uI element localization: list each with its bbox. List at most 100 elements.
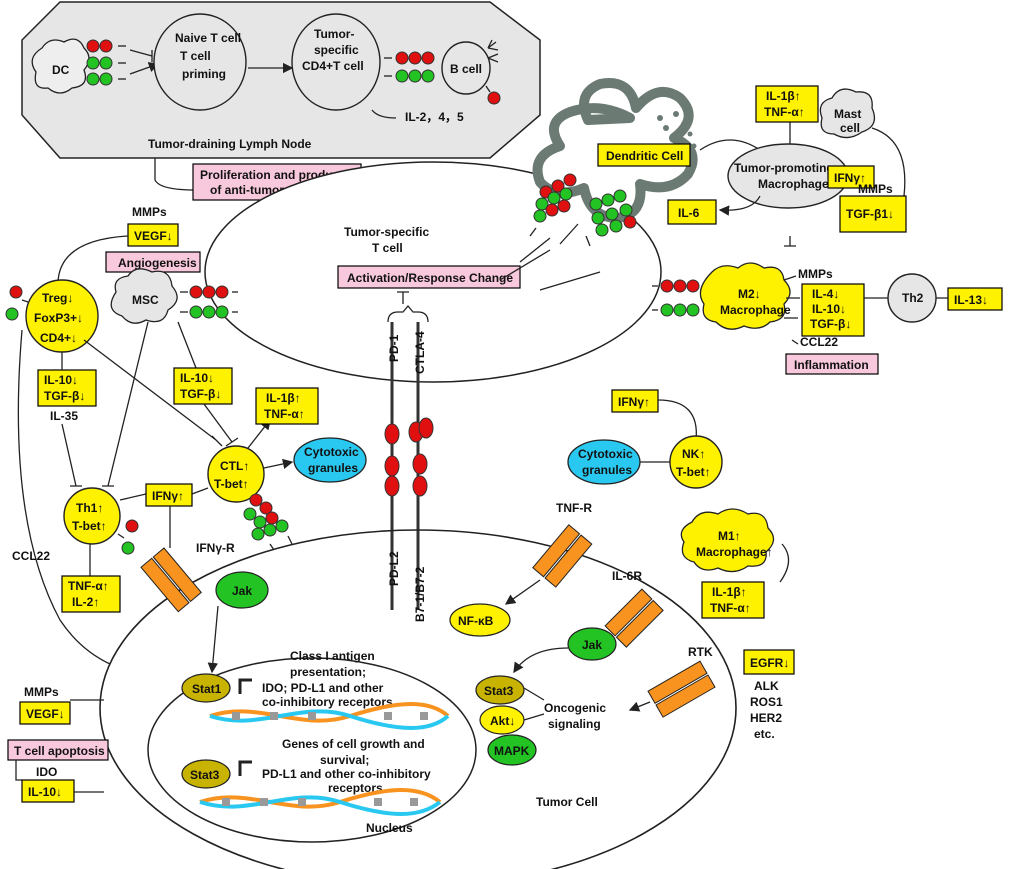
th1-dot-red bbox=[125, 519, 139, 533]
stat3-promoter bbox=[238, 760, 252, 776]
tgfb1-box bbox=[839, 195, 907, 233]
egfr-box bbox=[743, 649, 795, 675]
m2-tgfb: TGF-β↓ bbox=[810, 317, 851, 331]
treg-line1: Treg↓ bbox=[42, 291, 73, 305]
ln-to-antibody bbox=[154, 158, 196, 191]
stat3-right-label: Stat3 bbox=[484, 684, 514, 698]
il1b-top: IL-1β↑ bbox=[766, 89, 801, 103]
msc-inhibit-th1 bbox=[102, 321, 149, 487]
il-curve bbox=[371, 109, 397, 119]
ln-title: Tumor-draining Lymph Node bbox=[148, 137, 312, 151]
msc-il10: IL-10↓ bbox=[180, 371, 214, 385]
il13-label: IL-13↓ bbox=[954, 293, 988, 307]
m2-ccl22: CCL22 bbox=[800, 335, 838, 349]
dc-cell bbox=[31, 38, 90, 94]
msc-cell bbox=[110, 268, 178, 324]
activation-inhibit bbox=[397, 291, 409, 304]
tcell-label-2: T cell bbox=[372, 241, 403, 255]
dendritic-vesicles bbox=[657, 105, 697, 155]
ctl-granules bbox=[293, 437, 367, 483]
il6-receptor bbox=[604, 588, 664, 648]
treg-inhibit-ctl bbox=[83, 339, 223, 447]
m2-il10: IL-10↓ bbox=[812, 302, 846, 316]
nk-line1: NK↑ bbox=[682, 447, 705, 461]
ctl-cell bbox=[207, 445, 265, 503]
inflammation-label: Inflammation bbox=[794, 358, 869, 372]
ifng-top: IFNγ↑ bbox=[834, 171, 866, 185]
cd4-label-2: specific bbox=[314, 43, 359, 57]
tnf-receptor bbox=[532, 524, 593, 588]
ifngr-label: IFNγ-R bbox=[196, 541, 235, 555]
nfkb bbox=[449, 603, 511, 637]
treg-long-line bbox=[17, 329, 111, 665]
th1-ifng-box bbox=[145, 483, 193, 507]
class1-4: co-inhibitory receptors bbox=[262, 695, 393, 709]
dc-inhibit-lines bbox=[499, 223, 601, 291]
treg-dot-green bbox=[5, 307, 19, 321]
dc-label: DC bbox=[52, 63, 70, 77]
ln-receptor-dots bbox=[86, 39, 160, 86]
class1-1: Class I antigen bbox=[290, 649, 375, 663]
il6-box bbox=[667, 199, 717, 225]
growth-3: PD-L1 and other co-inhibitory bbox=[262, 767, 431, 781]
tam-label-1: Tumor-promoting bbox=[734, 161, 834, 175]
nucleus-label: Nucleus bbox=[366, 821, 413, 835]
tumor-label: Tumor Cell bbox=[536, 795, 598, 809]
naive-label: Naive T cell bbox=[175, 31, 241, 45]
th1-cytokine-box bbox=[61, 575, 121, 613]
egfr-label: EGFR↓ bbox=[750, 656, 789, 670]
pd1-ctla4-brace bbox=[387, 304, 429, 323]
tcell-label-1: Tumor-specific bbox=[344, 225, 429, 239]
il13-box bbox=[947, 287, 1003, 311]
jak-left-label: Jak bbox=[232, 584, 252, 598]
m2-receptor-dots bbox=[652, 279, 700, 317]
th1-il2: IL-2↑ bbox=[72, 595, 99, 609]
class1-2: presentation; bbox=[290, 665, 366, 679]
ctl-granules-1: Cytotoxic bbox=[304, 445, 359, 459]
th1-to-ifng bbox=[119, 493, 147, 501]
treg-mmps: MMPs bbox=[132, 205, 167, 219]
m2-out-lines bbox=[783, 275, 800, 319]
nucleus bbox=[147, 657, 477, 843]
ctl-il1b: IL-1β↑ bbox=[266, 391, 301, 405]
ctl-tnfa: TNF-α↑ bbox=[264, 407, 305, 421]
naive-label-2: T cell bbox=[180, 49, 211, 63]
th1-ifng: IFNγ↑ bbox=[152, 489, 184, 503]
msc-inhibit-ctl bbox=[203, 403, 239, 447]
jak-right bbox=[567, 627, 617, 661]
oncogenic-2: signaling bbox=[548, 717, 601, 731]
treg-to-vegf bbox=[57, 235, 129, 283]
msc-label: MSC bbox=[132, 293, 159, 307]
ctl-granules-2: granules bbox=[308, 461, 358, 475]
msc-tgfb: TGF-β↓ bbox=[180, 387, 221, 401]
il10-left-box bbox=[21, 779, 75, 803]
mapk bbox=[487, 734, 537, 766]
treg-vegf: VEGF↓ bbox=[134, 229, 173, 243]
jak-right-label: Jak bbox=[582, 638, 602, 652]
treg-cytokine-box bbox=[37, 369, 97, 407]
th1-cell bbox=[63, 487, 121, 545]
treg-inhibit-th1 bbox=[61, 423, 82, 487]
th1-dot-green bbox=[121, 541, 135, 555]
dendritic-box bbox=[597, 143, 691, 167]
nk-ifng: IFNγ↑ bbox=[618, 395, 650, 409]
ros1-label: ROS1 bbox=[750, 695, 783, 709]
activation-box bbox=[337, 265, 521, 289]
growth-2: survival; bbox=[320, 753, 369, 767]
alk-label: ALK bbox=[754, 679, 779, 693]
ido-left: IDO bbox=[36, 765, 57, 779]
dna-helix-upper bbox=[209, 702, 450, 730]
b-cell bbox=[441, 41, 491, 95]
ccl22-left: CCL22 bbox=[12, 549, 50, 563]
mast-label-2: cell bbox=[840, 121, 860, 135]
m2-il4: IL-4↓ bbox=[812, 287, 839, 301]
msc-cytokine-box bbox=[173, 367, 233, 405]
mast-link bbox=[871, 127, 906, 197]
ctl-to-il1b bbox=[247, 418, 271, 449]
stat3-right bbox=[475, 675, 525, 705]
apoptosis-label: T cell apoptosis bbox=[14, 744, 105, 758]
tam-label-2: Macrophage bbox=[758, 177, 829, 191]
ctl-line1: CTL↑ bbox=[220, 459, 249, 473]
ctl-receptor-dots bbox=[243, 493, 293, 551]
pdl2-label: PD-L2 bbox=[387, 551, 401, 586]
